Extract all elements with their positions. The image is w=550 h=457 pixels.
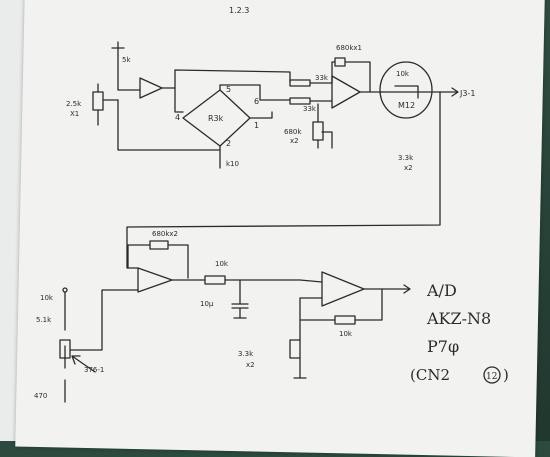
label-node4: 4 [175, 113, 180, 122]
left-pot-wires [97, 83, 119, 126]
pot2 [312, 121, 324, 141]
label-cap: 10μ [200, 300, 214, 308]
pot3-wires [293, 319, 307, 379]
label-r10k2: 10k [339, 330, 353, 338]
opamp-2 [331, 75, 361, 109]
wire-feedback-left [117, 99, 221, 151]
conn-circle [483, 366, 501, 384]
wire-long-link [126, 91, 441, 269]
wire-left-to-opamp3 [69, 289, 139, 351]
wire-input-1 [117, 54, 141, 91]
label-ad-conn-close: ) [503, 366, 509, 384]
label-ad-chip: AKZ-N8 [426, 309, 491, 328]
feedback-resistor-4 [334, 315, 356, 325]
label-r-series-sub: x2 [404, 164, 413, 172]
label-fb2: 680kx2 [152, 230, 178, 238]
label-out: J3-1 [459, 89, 475, 98]
wire-node5 [219, 84, 291, 101]
label-circle-top: 10k [396, 70, 410, 78]
wire-to-opamp4 [224, 279, 323, 283]
left-pot [92, 91, 104, 111]
label-node6: 6 [254, 97, 259, 106]
label-pot3: 3.3k [238, 350, 254, 358]
resistor-r-in [289, 79, 311, 87]
wire-node1 [249, 111, 273, 119]
label-ad-conn: (CN2 [410, 366, 450, 384]
label-left-pot-sub: X1 [70, 110, 79, 118]
wire-to-node4 [174, 87, 184, 113]
feedback-resistor [334, 57, 346, 67]
label-ad: A/D [426, 281, 457, 300]
label-node1: 1 [254, 121, 259, 130]
label-arrow-note: 376-1 [84, 366, 104, 374]
output-arrow [439, 87, 459, 97]
pot2-wires [317, 103, 333, 149]
label-node2: 2 [226, 139, 231, 148]
label-r-in: 33k [315, 74, 329, 82]
label-pot2-sub: x2 [290, 137, 299, 145]
top-mark: 1.2.3 [229, 6, 249, 15]
feedback-resistor-3 [149, 240, 169, 250]
label-pot3-sub: x2 [246, 361, 255, 369]
label-top-res: 5k [122, 56, 131, 64]
label-bridge: R3k [208, 114, 224, 123]
pot3 [289, 339, 301, 359]
label-k10: k10 [226, 160, 239, 168]
circled-pot-wires [381, 85, 441, 99]
opamp-3 [137, 267, 173, 293]
wire-opamp4-out [363, 284, 411, 294]
label-pot2: 680k [284, 128, 302, 136]
label-r10k: 10k [215, 260, 229, 268]
wire-feedback-3 [127, 244, 189, 279]
label-ad-pin: P7φ [427, 337, 459, 356]
opamp-1 [139, 77, 163, 99]
label-node5: 5 [226, 85, 231, 94]
label-left-pot: 2.5k [66, 100, 82, 108]
wire-opamp1-out [161, 69, 291, 89]
label-circle-mid: M12 [398, 101, 415, 110]
capacitor [231, 279, 249, 319]
resistor-10k [204, 275, 226, 285]
wire-feedback-4 [299, 288, 383, 321]
resistor-r-in2 [289, 97, 311, 105]
wire-feedback-2 [331, 61, 371, 93]
left-divider-node [62, 287, 68, 293]
circled-pot [379, 61, 433, 119]
label-left2-bot: 470 [34, 392, 47, 400]
pointer-arrow [71, 355, 96, 373]
schematic-drawing: 1.2.3 5k 2.5k X1 R3k 5 4 6 2 1 k10 33k 3… [34, 6, 509, 403]
wire-opamp2-in [309, 82, 333, 102]
label-r-in2: 33k [303, 105, 317, 113]
label-left2-top: 10k [40, 294, 54, 302]
label-r-series: 3.3k [398, 154, 414, 162]
label-ad-conn-num: 12 [486, 372, 497, 382]
left-divider-pot [59, 339, 71, 359]
supply-symbol [111, 41, 125, 56]
label-feedback: 680kx1 [336, 44, 362, 52]
opamp-4 [321, 271, 365, 307]
label-left2-mid: 5.1k [36, 316, 52, 324]
